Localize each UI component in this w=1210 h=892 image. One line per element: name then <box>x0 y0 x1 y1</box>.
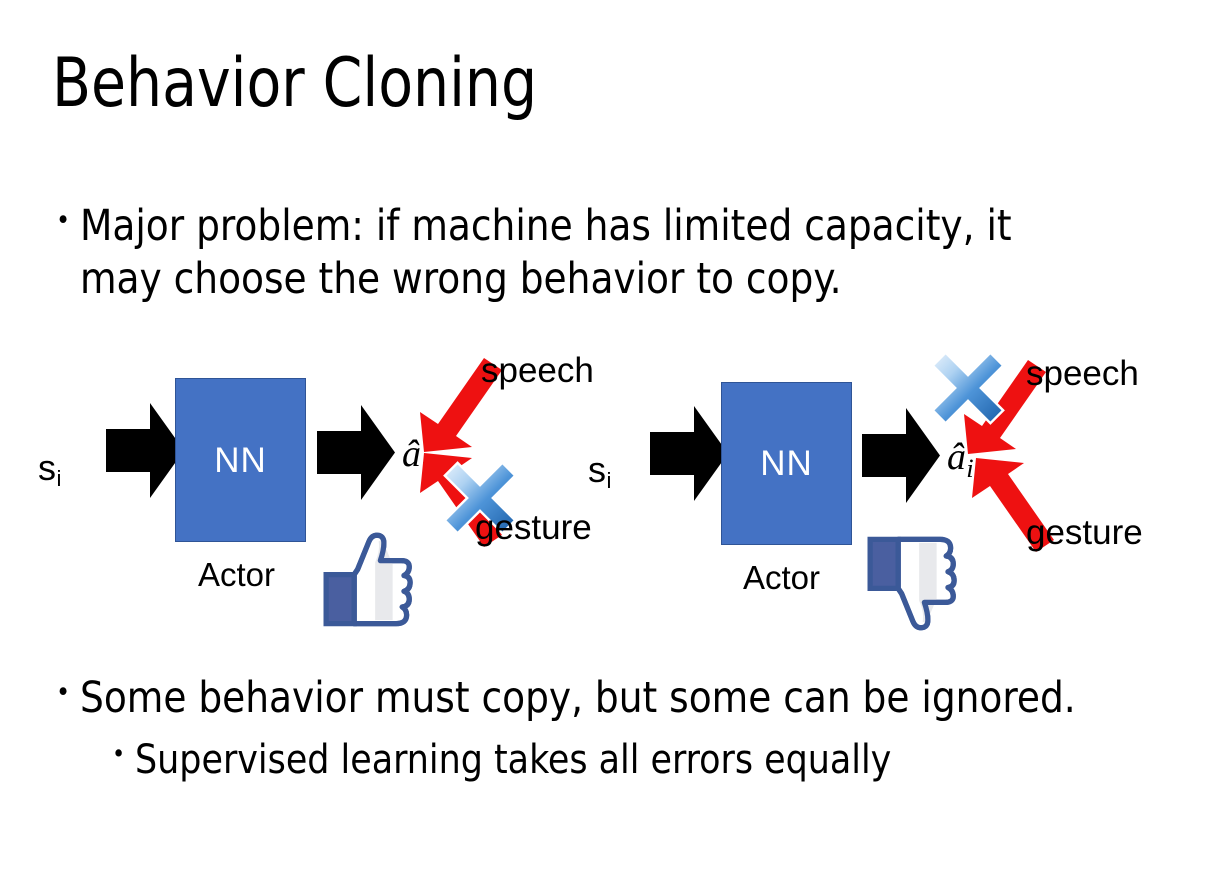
bullet-supervised-learning: • Supervised learning takes all errors e… <box>112 735 1162 785</box>
gesture-arrow-left <box>420 453 502 547</box>
bullet-major-problem: • Major problem: if machine has limited … <box>56 200 1136 306</box>
diagram-correct-behavior: si NN Actor â i <box>20 340 600 640</box>
output-arrow-icon-right <box>862 408 940 503</box>
thumbs-down-icon <box>867 536 957 631</box>
nn-label: NN <box>760 444 813 483</box>
actor-label-right: Actor <box>743 559 821 596</box>
gesture-arrow-right <box>972 458 1054 552</box>
state-symbol: s <box>588 449 606 490</box>
cross-out-icon-gesture-left <box>443 461 517 535</box>
output-label-gesture-left: gesture <box>475 508 592 547</box>
action-subscript: i <box>966 452 974 483</box>
nn-label: NN <box>214 440 267 480</box>
bullet-text: Major problem: if machine has limited ca… <box>80 201 1012 304</box>
cross-out-icon-speech-right <box>931 351 1005 425</box>
state-subscript: i <box>606 467 612 493</box>
bullet-marker: • <box>112 739 126 769</box>
page-title: Behavior Cloning <box>52 44 538 123</box>
input-arrow-icon-right <box>650 406 728 501</box>
diagram-wrong-behavior: si NN Actor âi <box>566 340 1146 640</box>
speech-arrow-right <box>964 360 1046 454</box>
action-symbol: â <box>947 436 966 478</box>
output-arrow-icon-left <box>317 405 395 500</box>
state-symbol: s <box>38 447 56 488</box>
input-arrow-icon-left <box>106 403 184 498</box>
state-subscript: i <box>56 465 62 491</box>
nn-box-right: NN <box>721 382 852 545</box>
state-label-right: si <box>588 452 611 493</box>
state-label-left: si <box>38 450 61 491</box>
nn-box-left: NN <box>175 378 306 542</box>
output-label-speech-right: speech <box>1026 354 1139 393</box>
bullet-text: Supervised learning takes all errors equ… <box>134 737 891 783</box>
speech-arrow-left <box>420 358 502 452</box>
bullet-marker: • <box>56 204 71 236</box>
bullet-marker: • <box>56 676 71 708</box>
output-label-gesture-right: gesture <box>1026 513 1143 552</box>
bullet-some-behavior: • Some behavior must copy, but some can … <box>56 672 1166 725</box>
actor-label-left: Actor <box>198 556 276 593</box>
output-label-speech-left: speech <box>481 351 594 390</box>
bullet-text: Some behavior must copy, but some can be… <box>80 673 1077 723</box>
thumbs-up-icon <box>323 532 413 627</box>
action-label-right: âi <box>947 436 974 483</box>
action-symbol: â <box>402 433 421 475</box>
